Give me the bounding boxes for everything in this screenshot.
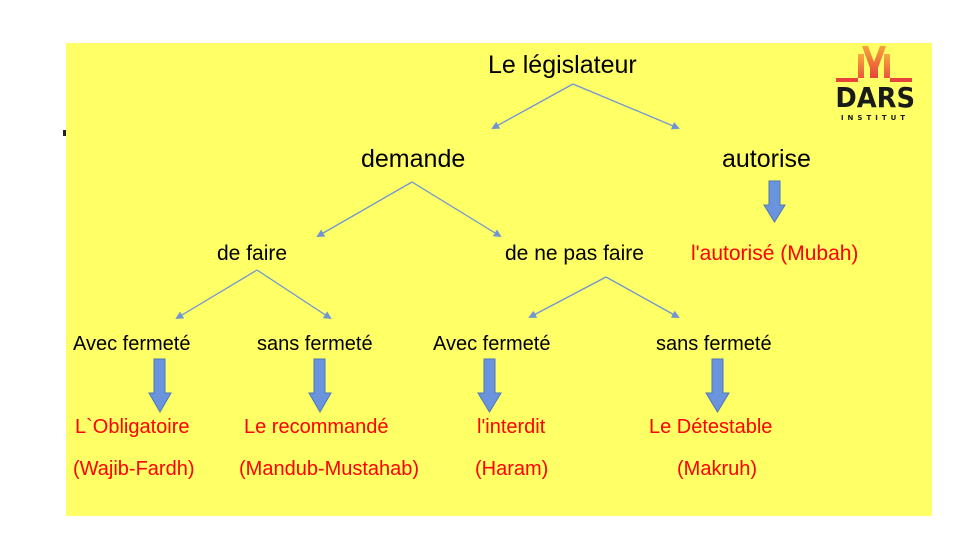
block-arrow-recommande [308,358,332,413]
logo-subtitle: INSTITUT [840,114,910,122]
result-mubah: l'autorisé (Mubah) [691,242,859,265]
connector-defaire-left [175,269,258,320]
connector-denepasfaire-left [528,276,607,318]
block-arrow-autorise [763,180,786,223]
block-arrow-obligatoire [148,358,172,413]
result-detestable: Le Détestable [649,416,773,438]
term-makruh: (Makruh) [677,458,758,480]
node-de-ne-pas-faire: de ne pas faire [505,242,644,265]
node-legislateur: Le législateur [488,51,637,79]
connector-defaire-right [256,269,332,320]
dars-institut-logo: DARS INSTITUT [832,44,916,126]
connector-demande-right [411,181,502,238]
term-haram: (Haram) [475,458,549,480]
node-sans-fermete-2: sans fermeté [656,333,772,355]
block-arrow-interdit [477,358,502,413]
node-de-faire: de faire [217,242,288,265]
result-recommande: Le recommandé [244,416,389,438]
node-autorise: autorise [722,145,811,173]
result-interdit: l'interdit [477,416,546,438]
connector-root-left [491,83,574,129]
term-wajib-fardh: (Wajib-Fardh) [73,458,195,480]
node-demande: demande [361,145,466,173]
result-obligatoire: L`Obligatoire [75,416,190,438]
bullet-mark [63,130,66,136]
logo-title: DARS [835,81,916,114]
block-arrow-detestable [705,358,730,413]
connector-demande-left [316,181,413,237]
node-sans-fermete-1: sans fermeté [257,333,373,355]
node-avec-fermete-2: Avec fermeté [433,333,551,355]
term-mandub-mustahab: (Mandub-Mustahab) [239,458,420,480]
node-avec-fermete-1: Avec fermeté [73,333,191,355]
logo-emblem-icon [836,46,912,82]
connector-root-right [572,83,680,130]
connector-denepasfaire-right [605,276,680,318]
